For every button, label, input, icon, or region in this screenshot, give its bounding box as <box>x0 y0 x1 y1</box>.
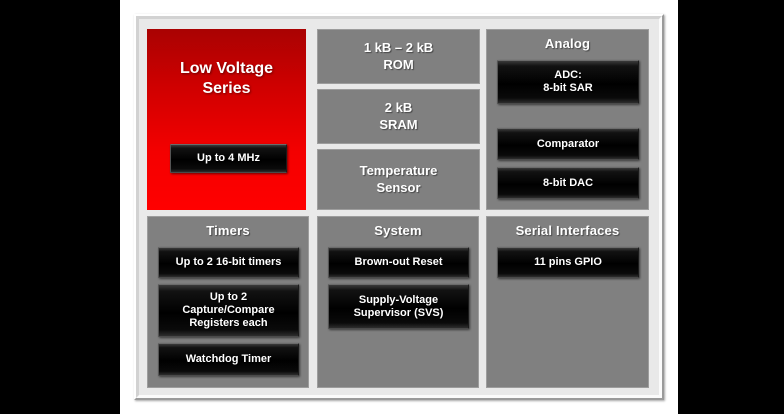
hero-title-line1: Low Voltage <box>179 60 274 77</box>
chip-8bit-dac[interactable]: 8-bit DAC <box>497 167 639 199</box>
low-voltage-series-title: Low Voltage Series <box>180 59 273 99</box>
svs-line2: Supervisor (SVS) <box>353 306 444 319</box>
system-panel-title: System <box>374 223 422 238</box>
timers-panel-title: Timers <box>206 223 250 238</box>
sram-line2: SRAM <box>379 116 418 132</box>
system-panel: System Brown-out Reset Supply-Voltage Su… <box>317 216 479 388</box>
serial-interfaces-panel-title: Serial Interfaces <box>515 223 620 238</box>
analog-panel-title: Analog <box>544 36 591 51</box>
analog-panel: Analog ADC: 8-bit SAR Comparator 8-bit D… <box>486 29 649 210</box>
adc-line2: 8-bit SAR <box>543 82 593 94</box>
chip-gpio[interactable]: 11 pins GPIO <box>497 247 639 278</box>
rom-line2: ROM <box>383 56 414 72</box>
capcom-line1: Up to 2 <box>209 291 248 304</box>
chip-watchdog-timer[interactable]: Watchdog Timer <box>158 343 299 376</box>
chip-comparator[interactable]: Comparator <box>497 128 639 160</box>
hero-title-line2: Series <box>202 80 251 97</box>
chip-up-to-4mhz[interactable]: Up to 4 MHz <box>170 144 287 173</box>
memory-block-rom: 1 kB – 2 kB ROM <box>317 29 480 84</box>
rom-line1: 1 kB – 2 kB <box>363 40 434 56</box>
chip-brown-out-reset[interactable]: Brown-out Reset <box>328 247 469 278</box>
serial-interfaces-panel: Serial Interfaces 11 pins GPIO <box>486 216 649 388</box>
adc-line1: ADC: <box>554 69 582 82</box>
chip-16bit-timers[interactable]: Up to 2 16-bit timers <box>158 247 299 278</box>
capcom-line2: Capture/Compare <box>182 304 275 317</box>
sram-line1: 2 kB <box>384 100 413 116</box>
memory-block-temperature-sensor: Temperature Sensor <box>317 149 480 210</box>
capcom-line3: Registers each <box>189 316 268 329</box>
memory-block-sram: 2 kB SRAM <box>317 89 480 144</box>
svs-line1: Supply-Voltage <box>358 293 439 306</box>
low-voltage-series-panel: Low Voltage Series Up to 4 MHz <box>147 29 306 210</box>
timers-panel: Timers Up to 2 16-bit timers Up to 2 Cap… <box>147 216 309 388</box>
chip-capture-compare-registers[interactable]: Up to 2 Capture/Compare Registers each <box>158 284 299 337</box>
temp-line2: Sensor <box>376 179 421 195</box>
chip-supply-voltage-supervisor[interactable]: Supply-Voltage Supervisor (SVS) <box>328 284 469 329</box>
temp-line1: Temperature <box>359 163 438 179</box>
chip-adc[interactable]: ADC: 8-bit SAR <box>497 60 639 104</box>
